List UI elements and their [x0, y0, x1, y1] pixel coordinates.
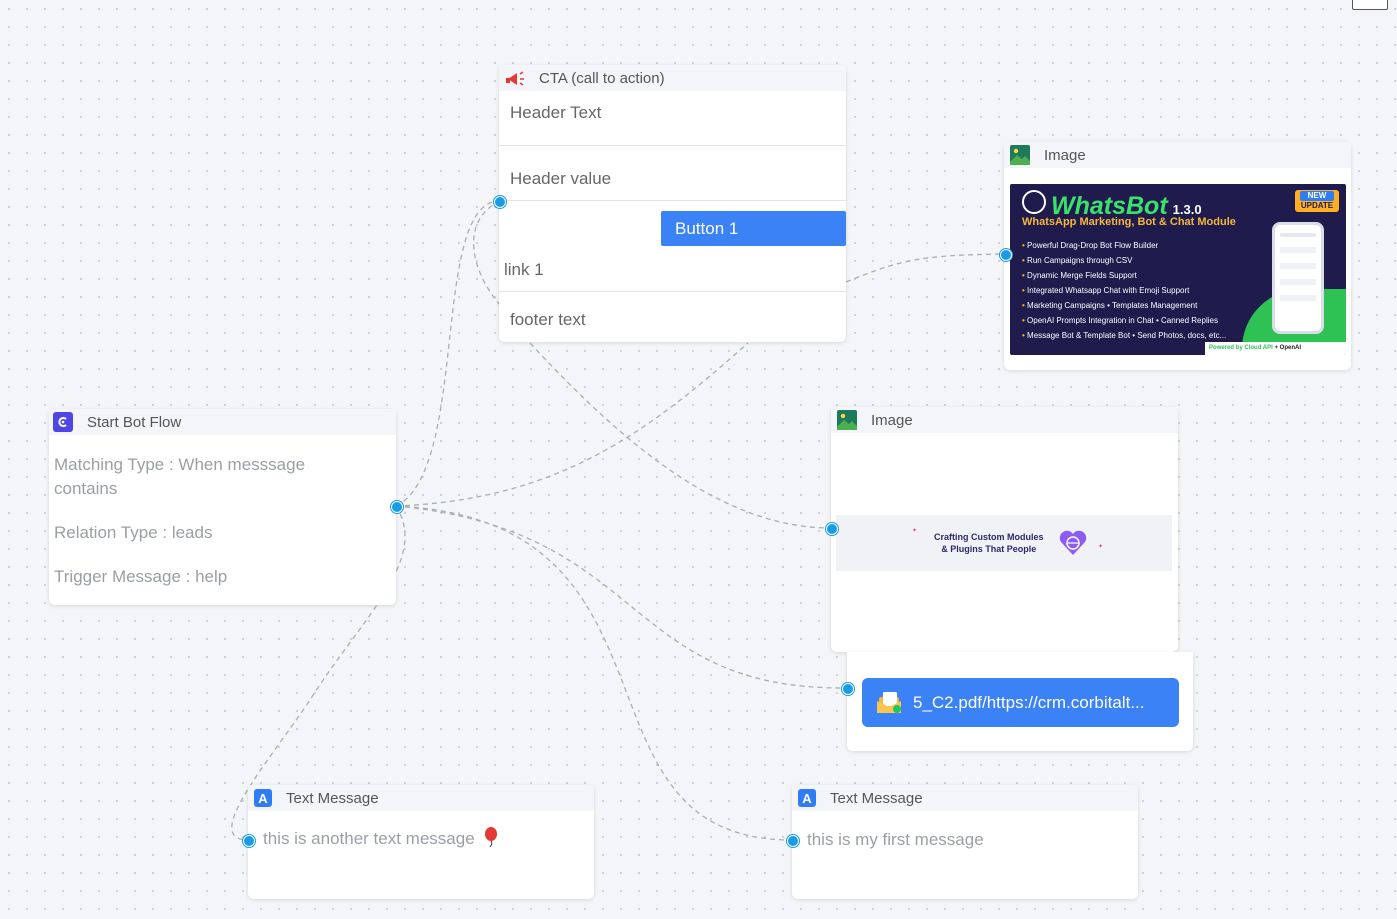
text-node-title: Text Message	[830, 789, 923, 807]
divider	[499, 145, 846, 146]
relation-type-text: Relation Type : leads	[54, 523, 213, 542]
image-icon	[837, 410, 857, 430]
banner-feature-list: • Powerful Drag-Drop Bot Flow Builder • …	[1022, 241, 1227, 340]
start-bot-flow-node[interactable]: Start Bot Flow Matching Type : When mess…	[49, 409, 396, 605]
image-node-mid[interactable]: Image Crafting Custom Modules & Plugins …	[831, 407, 1178, 652]
text-left-input-handle[interactable]	[243, 835, 255, 847]
cta-input-handle[interactable]	[494, 196, 506, 208]
cta-footer-text: footer text	[510, 310, 586, 329]
cta-node-title: CTA (call to action)	[539, 69, 665, 87]
file-label: 5_C2.pdf/https://crm.corbitalt...	[913, 692, 1145, 712]
whatsbot-logo-icon	[1022, 190, 1046, 214]
image-node-title: Image	[871, 411, 913, 429]
text-node-header: A Text Message	[792, 785, 1138, 811]
edge-cta-to-image-top	[845, 253, 1006, 283]
banner-phone-mockup	[1272, 222, 1324, 334]
file-input-handle[interactable]	[842, 683, 854, 695]
text-message-node-right[interactable]: A Text Message this is my first message	[792, 785, 1138, 899]
cta-node-header: CTA (call to action)	[499, 65, 846, 91]
banner-badge: NEW UPDATE	[1295, 190, 1339, 212]
matching-type-text: Matching Type : When messsage contains	[54, 455, 306, 498]
cta-button-1[interactable]: Button 1	[661, 211, 846, 246]
edge-start-to-file	[395, 505, 848, 689]
divider	[499, 291, 846, 292]
image-node-header: Image	[831, 407, 1178, 433]
cta-header-value: Header value	[510, 169, 612, 188]
text-message-node-left[interactable]: A Text Message this is another text mess…	[248, 785, 594, 899]
canvas-control-button[interactable]	[1352, 0, 1388, 10]
trigger-message-text: Trigger Message : help	[54, 567, 228, 586]
text-a-icon: A	[254, 789, 272, 807]
banner-brand: WhatsBot	[1051, 192, 1168, 220]
file-chip[interactable]: 5_C2.pdf/https://crm.corbitalt...	[862, 678, 1179, 727]
text-a-icon: A	[798, 789, 816, 807]
text-message-content: this is my first message	[807, 830, 984, 849]
edge-cta-link-loop	[473, 200, 501, 306]
heart-globe-icon	[1058, 529, 1088, 562]
edge-cta-to-image-mid	[529, 342, 832, 529]
document-icon	[875, 689, 903, 717]
sparkle-dots: ✦	[912, 528, 918, 534]
image-node-top[interactable]: Image WhatsBot 1.3.0 WhatsApp Marketing,…	[1004, 142, 1351, 370]
start-output-handle[interactable]	[391, 501, 403, 513]
banner-subtitle: WhatsApp Marketing, Bot & Chat Module	[1022, 216, 1236, 228]
text-node-title: Text Message	[286, 789, 379, 807]
banner-line-1: Crafting Custom Modules	[934, 532, 1044, 542]
cta-node[interactable]: CTA (call to action) Header Text Header …	[499, 65, 846, 342]
edge-start-to-cta-top	[395, 200, 501, 507]
image-node-header: Image	[1004, 142, 1351, 168]
balloon-emoji-icon	[483, 827, 499, 852]
edge-start-to-text-left	[231, 505, 406, 841]
image-node-title: Image	[1044, 146, 1086, 164]
text-node-header: A Text Message	[248, 785, 594, 811]
text-right-input-handle[interactable]	[787, 835, 799, 847]
image-mid-input-handle[interactable]	[826, 523, 838, 535]
banner-version: 1.3.0	[1172, 202, 1202, 217]
start-node-header: Start Bot Flow	[49, 409, 396, 435]
crafting-banner-image: Crafting Custom Modules & Plugins That P…	[836, 515, 1172, 571]
start-node-title: Start Bot Flow	[87, 413, 182, 431]
sparkle-dots: ✦	[1098, 544, 1104, 550]
edge-start-to-cta-bottom	[395, 342, 749, 507]
file-node[interactable]: 5_C2.pdf/https://crm.corbitalt...	[847, 652, 1193, 751]
divider	[499, 200, 846, 201]
whatsbot-banner-image: WhatsBot 1.3.0 WhatsApp Marketing, Bot &…	[1010, 184, 1346, 355]
edge-start-to-text-right	[395, 505, 793, 841]
cta-link-text[interactable]: link 1	[504, 260, 544, 279]
banner-line-2: & Plugins That People	[941, 544, 1037, 554]
start-flow-icon	[53, 412, 73, 432]
cta-header-text: Header Text	[510, 103, 602, 122]
banner-powered-strip: Powered by Cloud API + OpenAI	[1205, 342, 1346, 355]
megaphone-icon	[505, 69, 525, 87]
text-message-content: this is another text message	[263, 827, 499, 852]
image-top-input-handle[interactable]	[1000, 249, 1012, 261]
image-icon	[1010, 145, 1030, 165]
